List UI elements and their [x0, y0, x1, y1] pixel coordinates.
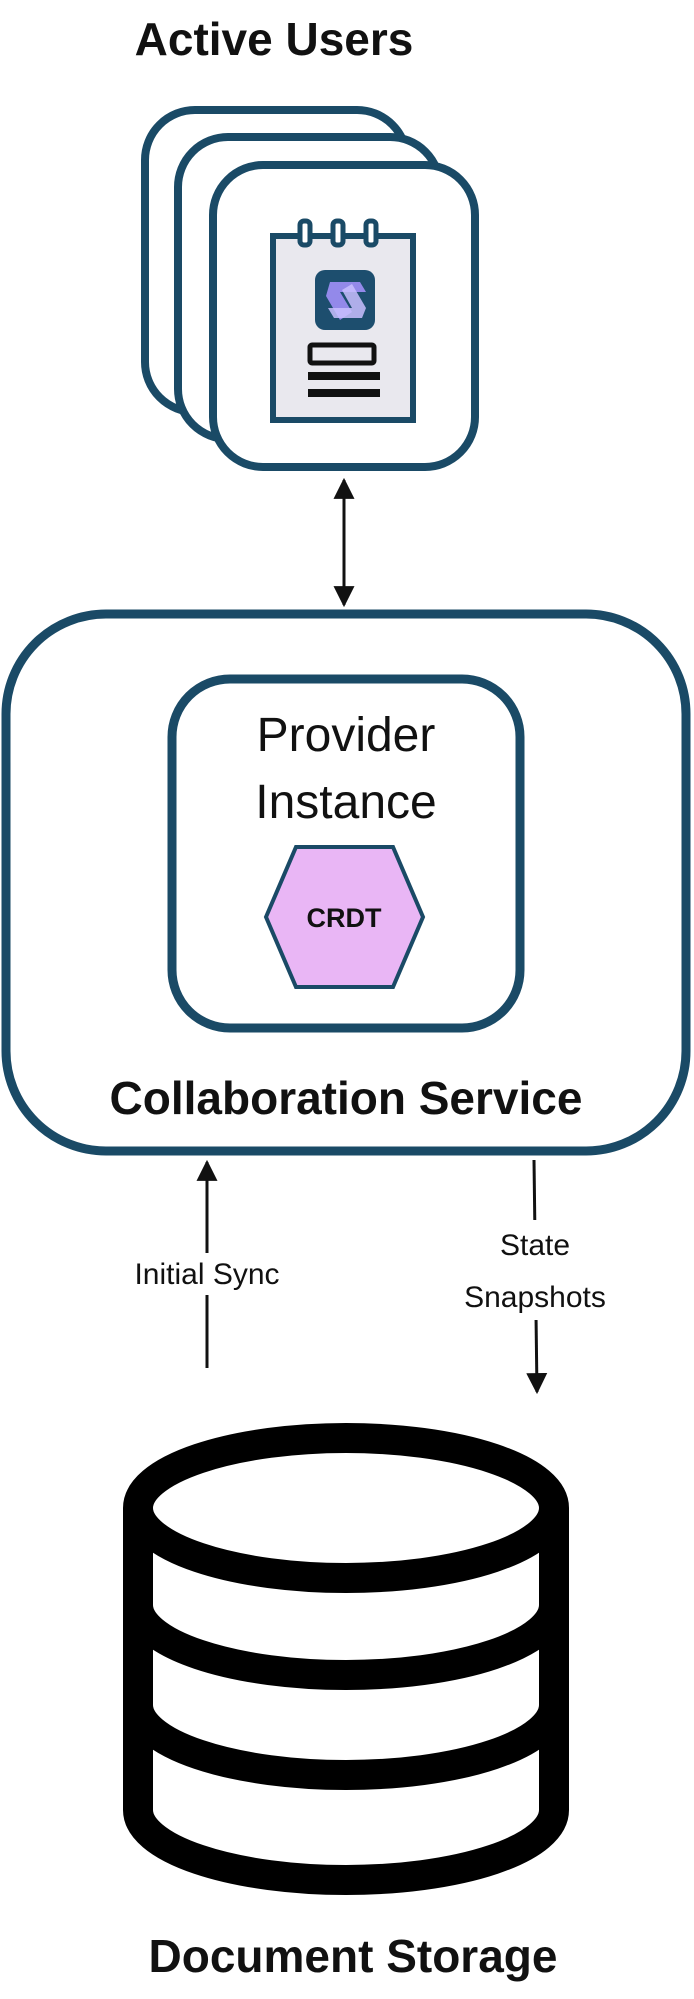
document-storage-title: Document Storage — [149, 1930, 558, 1982]
crdt-label: CRDT — [307, 903, 382, 933]
state-snapshots-label-line2: Snapshots — [464, 1281, 606, 1314]
provider-label-line1: Provider — [257, 709, 436, 762]
app-logo-icon — [315, 270, 375, 330]
notebook-line-box — [307, 342, 377, 366]
state-snapshots-label-line1: State — [500, 1229, 570, 1262]
notebook-icon — [270, 218, 416, 423]
database-icon — [123, 1423, 569, 1895]
crdt-hexagon — [263, 845, 426, 989]
notebook-line — [308, 372, 380, 380]
notebook-line — [308, 389, 380, 397]
active-users-stack — [141, 106, 479, 471]
state-snapshots-label-bg — [440, 1220, 630, 1320]
initial-sync-label-bg — [116, 1253, 298, 1295]
active-users-title: Active Users — [135, 13, 414, 65]
initial-sync-label: Initial Sync — [134, 1258, 279, 1291]
collaboration-service-title: Collaboration Service — [110, 1072, 583, 1124]
provider-label-line2: Instance — [255, 776, 436, 829]
